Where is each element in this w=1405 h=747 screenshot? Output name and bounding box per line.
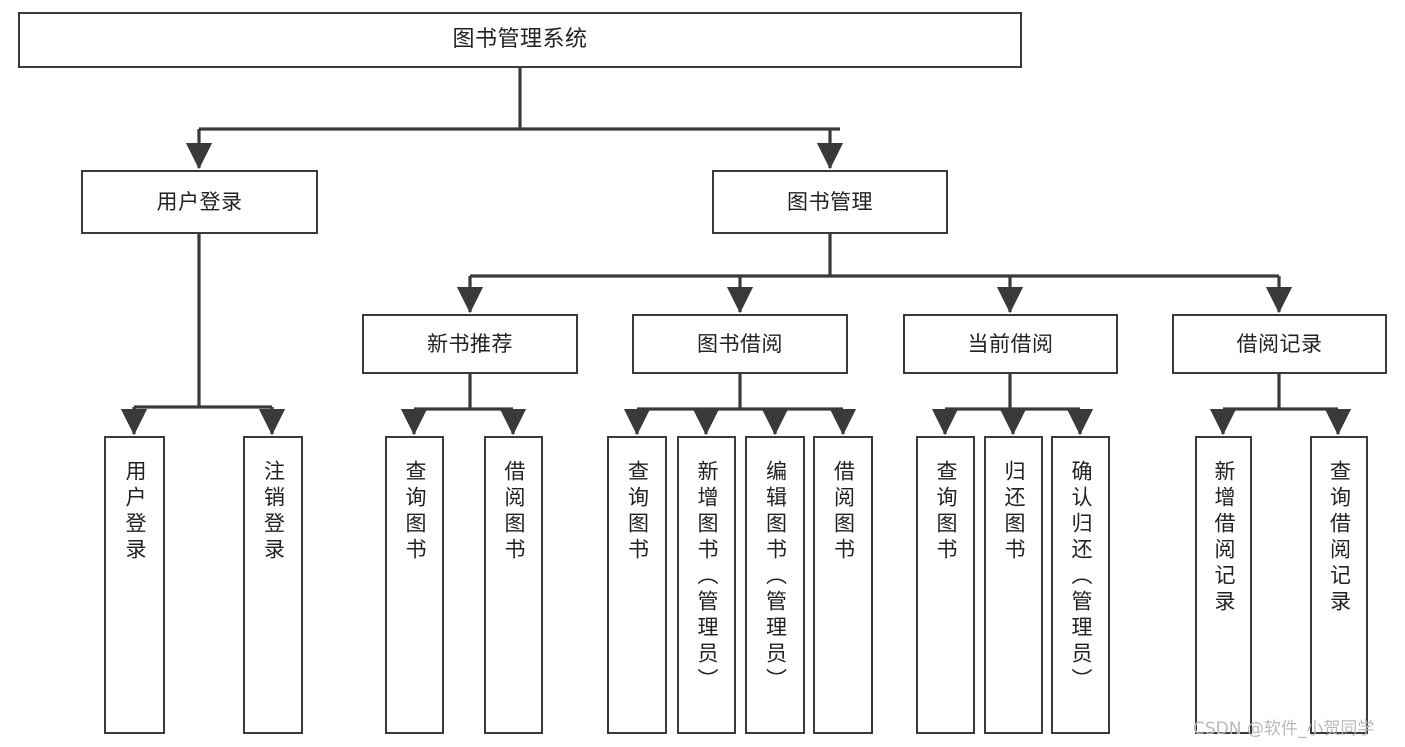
node-leaf-query-book-2[interactable]: 查询图书	[607, 436, 667, 734]
node-book-management-label: 图书管理	[787, 189, 873, 214]
node-leaf-add-book[interactable]: 新增图书（管理员）	[677, 436, 736, 734]
node-leaf-confirm-return[interactable]: 确认归还（管理员）	[1051, 436, 1110, 734]
node-leaf-edit-book-label: 编辑图书（管理员）	[763, 460, 788, 694]
node-root[interactable]: 图书管理系统	[18, 12, 1022, 68]
node-leaf-borrow-book-2[interactable]: 借阅图书	[813, 436, 873, 734]
node-leaf-query-borrow-record-label: 查询借阅记录	[1327, 460, 1352, 616]
node-leaf-query-book-3[interactable]: 查询图书	[916, 436, 975, 734]
node-leaf-user-login[interactable]: 用户登录	[104, 436, 165, 734]
node-leaf-borrow-book-2-label: 借阅图书	[831, 460, 856, 564]
node-leaf-borrow-book-1[interactable]: 借阅图书	[484, 436, 543, 734]
node-leaf-borrow-book-1-label: 借阅图书	[502, 460, 526, 564]
node-borrow-record-label: 借阅记录	[1236, 331, 1323, 356]
node-new-book-recommend[interactable]: 新书推荐	[362, 314, 578, 374]
node-leaf-return-book-label: 归还图书	[1002, 460, 1026, 564]
node-root-label: 图书管理系统	[452, 27, 588, 53]
node-leaf-query-book-1-label: 查询图书	[403, 460, 427, 564]
node-book-borrow-label: 图书借阅	[697, 331, 783, 356]
node-leaf-logout-login[interactable]: 注销登录	[243, 436, 303, 734]
csdn-watermark: CSDN @软件_小贺同学	[1193, 719, 1375, 739]
node-leaf-return-book[interactable]: 归还图书	[984, 436, 1043, 734]
node-leaf-query-book-3-label: 查询图书	[934, 460, 958, 564]
node-current-borrow[interactable]: 当前借阅	[903, 314, 1118, 374]
node-book-borrow[interactable]: 图书借阅	[632, 314, 848, 374]
node-leaf-query-borrow-record[interactable]: 查询借阅记录	[1310, 436, 1368, 734]
node-leaf-add-borrow-record-label: 新增借阅记录	[1212, 460, 1236, 616]
node-leaf-query-book-2-label: 查询图书	[625, 460, 650, 564]
node-leaf-user-login-label: 用户登录	[123, 460, 147, 564]
node-new-book-recommend-label: 新书推荐	[427, 331, 513, 356]
node-leaf-edit-book[interactable]: 编辑图书（管理员）	[745, 436, 805, 734]
node-borrow-record[interactable]: 借阅记录	[1172, 314, 1387, 374]
node-user-login-label: 用户登录	[156, 189, 243, 214]
node-current-borrow-label: 当前借阅	[967, 331, 1054, 356]
node-user-login[interactable]: 用户登录	[81, 170, 318, 234]
node-leaf-confirm-return-label: 确认归还（管理员）	[1069, 460, 1093, 694]
node-leaf-query-book-1[interactable]: 查询图书	[385, 436, 444, 734]
node-leaf-logout-login-label: 注销登录	[261, 460, 286, 564]
node-leaf-add-book-label: 新增图书（管理员）	[695, 460, 719, 694]
node-book-management[interactable]: 图书管理	[712, 170, 948, 234]
node-leaf-add-borrow-record[interactable]: 新增借阅记录	[1195, 436, 1252, 734]
